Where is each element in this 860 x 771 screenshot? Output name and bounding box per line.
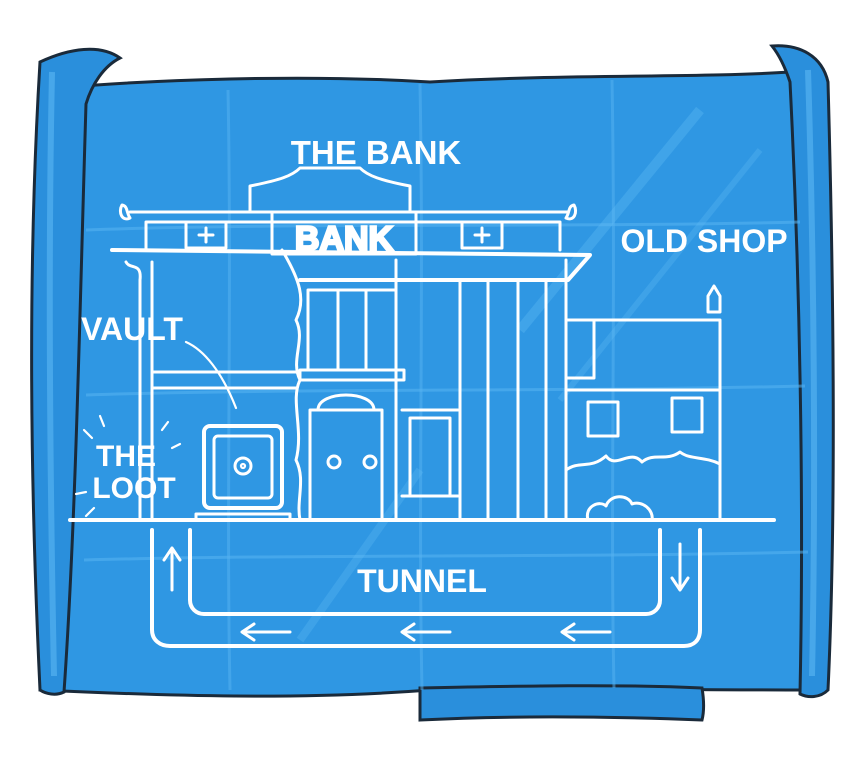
plus-box-right (460, 220, 504, 250)
vault-base (194, 512, 292, 522)
tunnel-arrow-left-3 (560, 622, 612, 642)
blueprint-drawing: BANK (68, 134, 788, 648)
plus-icon-right (473, 226, 491, 244)
old-shop-bush (585, 495, 654, 522)
bank-pediment-outline (248, 166, 412, 214)
paper-crease-v2 (418, 83, 424, 691)
vault-dial-center (239, 462, 247, 470)
label-the-bank: THE BANK (291, 134, 462, 171)
tunnel-inner (188, 528, 662, 616)
cornice-bone-right (564, 203, 578, 221)
sparkle-6 (84, 506, 96, 518)
left-wing-outline (124, 260, 142, 522)
paper-left-curl-shine (46, 71, 57, 677)
center-window-sill (298, 368, 406, 382)
sparkle-5 (74, 490, 88, 496)
old-shop-window-left (586, 400, 620, 438)
tunnel-drawing (150, 528, 702, 648)
old-shop-rubble (564, 450, 722, 472)
paper-right-curl (769, 44, 835, 699)
bank-roof-line (110, 248, 592, 282)
cornice-bone-left (118, 203, 132, 221)
vault-pointer-line (184, 340, 238, 410)
label-old-shop: OLD SHOP (620, 223, 787, 259)
plus-icon-left (197, 226, 215, 244)
vault-drawing (194, 424, 292, 522)
vault-box (202, 424, 284, 510)
bank-cornice (118, 203, 578, 252)
center-window-mullions (336, 288, 368, 372)
old-shop-drawing (564, 284, 722, 522)
tunnel-arrow-left-1 (240, 622, 292, 642)
tunnel-arrow-left-2 (400, 622, 452, 642)
label-tunnel: TUNNEL (357, 563, 487, 599)
door-knob-right (362, 454, 378, 470)
center-columns (458, 278, 548, 522)
vault-dial (233, 456, 253, 476)
paper-right-curl-shine (805, 69, 818, 677)
old-shop-window-right (670, 396, 704, 434)
old-shop-chimney (706, 284, 722, 314)
paper-shine-1 (516, 106, 704, 334)
center-arch (316, 393, 376, 412)
tunnel-arrow-down (670, 542, 690, 592)
loot-sparkles (74, 414, 182, 518)
center-lower-sill (400, 408, 460, 498)
old-shop-upper-box (564, 318, 596, 380)
paper-crease-v3 (610, 79, 616, 689)
paper-crease-h2 (85, 384, 806, 397)
blueprint-paper (30, 44, 835, 722)
paper-crease-v1 (226, 89, 232, 691)
label-the-loot-line2: LOOT (92, 472, 175, 505)
door-knob-left (326, 454, 342, 470)
sparkle-3 (160, 420, 170, 432)
vault-door (212, 434, 274, 500)
plus-box-left (184, 220, 228, 250)
sparkle-4 (170, 442, 182, 450)
sparkle-2 (98, 414, 106, 428)
paper-shine-3 (296, 467, 424, 643)
old-shop-roof (564, 318, 722, 522)
center-door (308, 408, 384, 522)
tunnel-arrow-up (162, 546, 182, 592)
paper-bottom-tab (418, 684, 705, 722)
label-the-loot-line1: THE (96, 440, 156, 473)
label-vault: VAULT (81, 311, 183, 347)
left-wing-ledge (150, 370, 298, 390)
paper-crease-h1 (85, 220, 801, 232)
sparkle-1 (82, 428, 94, 440)
tunnel-outer (150, 528, 702, 648)
